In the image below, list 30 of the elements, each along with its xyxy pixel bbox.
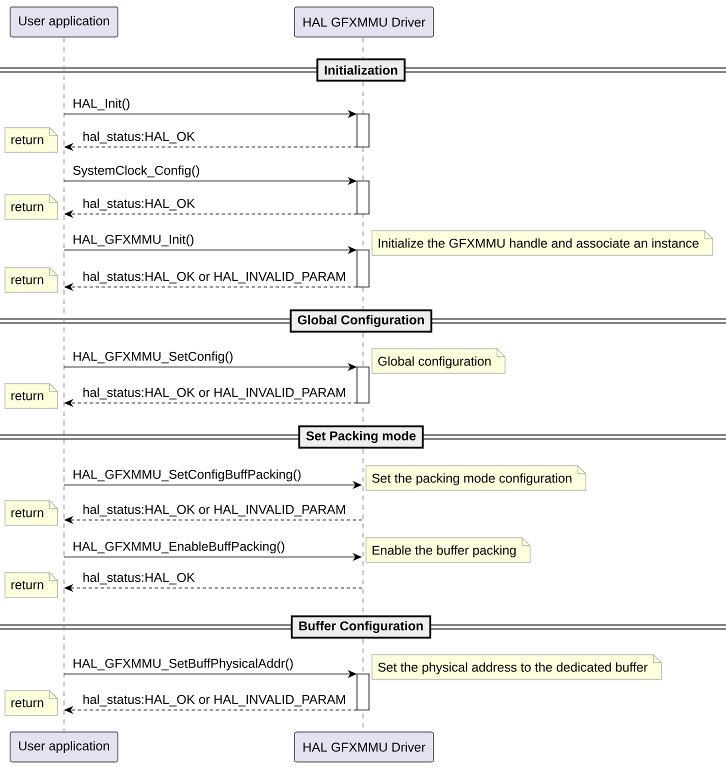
edge-label: HAL_GFXMMU_EnableBuffPacking()	[74, 541, 284, 554]
note: return	[4, 127, 58, 153]
note: Enable the buffer packing	[366, 537, 530, 563]
note: return	[4, 572, 58, 598]
note: return	[4, 500, 58, 526]
edge-label: hal_status:HAL_OK	[83, 198, 195, 210]
edge-label: HAL_GFXMMU_SetConfig()	[74, 351, 233, 364]
edge-label: hal_status:HAL_OK or HAL_INVALID_PARAM	[83, 272, 345, 284]
note: Set the physical address to the dedicated buffer	[372, 654, 662, 680]
edge-label: HAL_GFXMMU_SetBuffPhysicalAddr()	[74, 658, 293, 670]
note: Global configuration	[372, 348, 506, 374]
edge-label: HAL_GFXMMU_Init()	[74, 234, 194, 246]
note: return	[4, 690, 58, 716]
participant-box: HAL GFXMMU Driver	[294, 732, 434, 762]
edge-label: SystemClock_Config()	[73, 165, 200, 178]
participant-box: HAL GFXMMU Driver	[294, 6, 434, 38]
edge-label: HAL_Init()	[74, 98, 130, 110]
edge-label: hal_status:HAL_OK	[83, 572, 195, 584]
edge-label: hal_status:HAL_OK or HAL_INVALID_PARAM	[83, 694, 345, 706]
participant-box: User application	[10, 732, 118, 762]
note: Set the packing mode configuration	[366, 465, 586, 491]
note: return	[4, 267, 58, 293]
note: Initialize the GFXMMU handle and associate an instance	[372, 230, 714, 256]
edge-label: HAL_GFXMMU_SetConfigBuffPacking()	[74, 469, 301, 482]
edge-label: hal_status:HAL_OK or HAL_INVALID_PARAM	[83, 504, 345, 516]
note: return	[4, 194, 58, 220]
participant-box: User application	[10, 6, 118, 38]
edge-label: hal_status:HAL_OK	[83, 132, 195, 144]
edge-label: hal_status:HAL_OK or HAL_INVALID_PARAM	[83, 388, 345, 400]
note: return	[4, 383, 58, 409]
